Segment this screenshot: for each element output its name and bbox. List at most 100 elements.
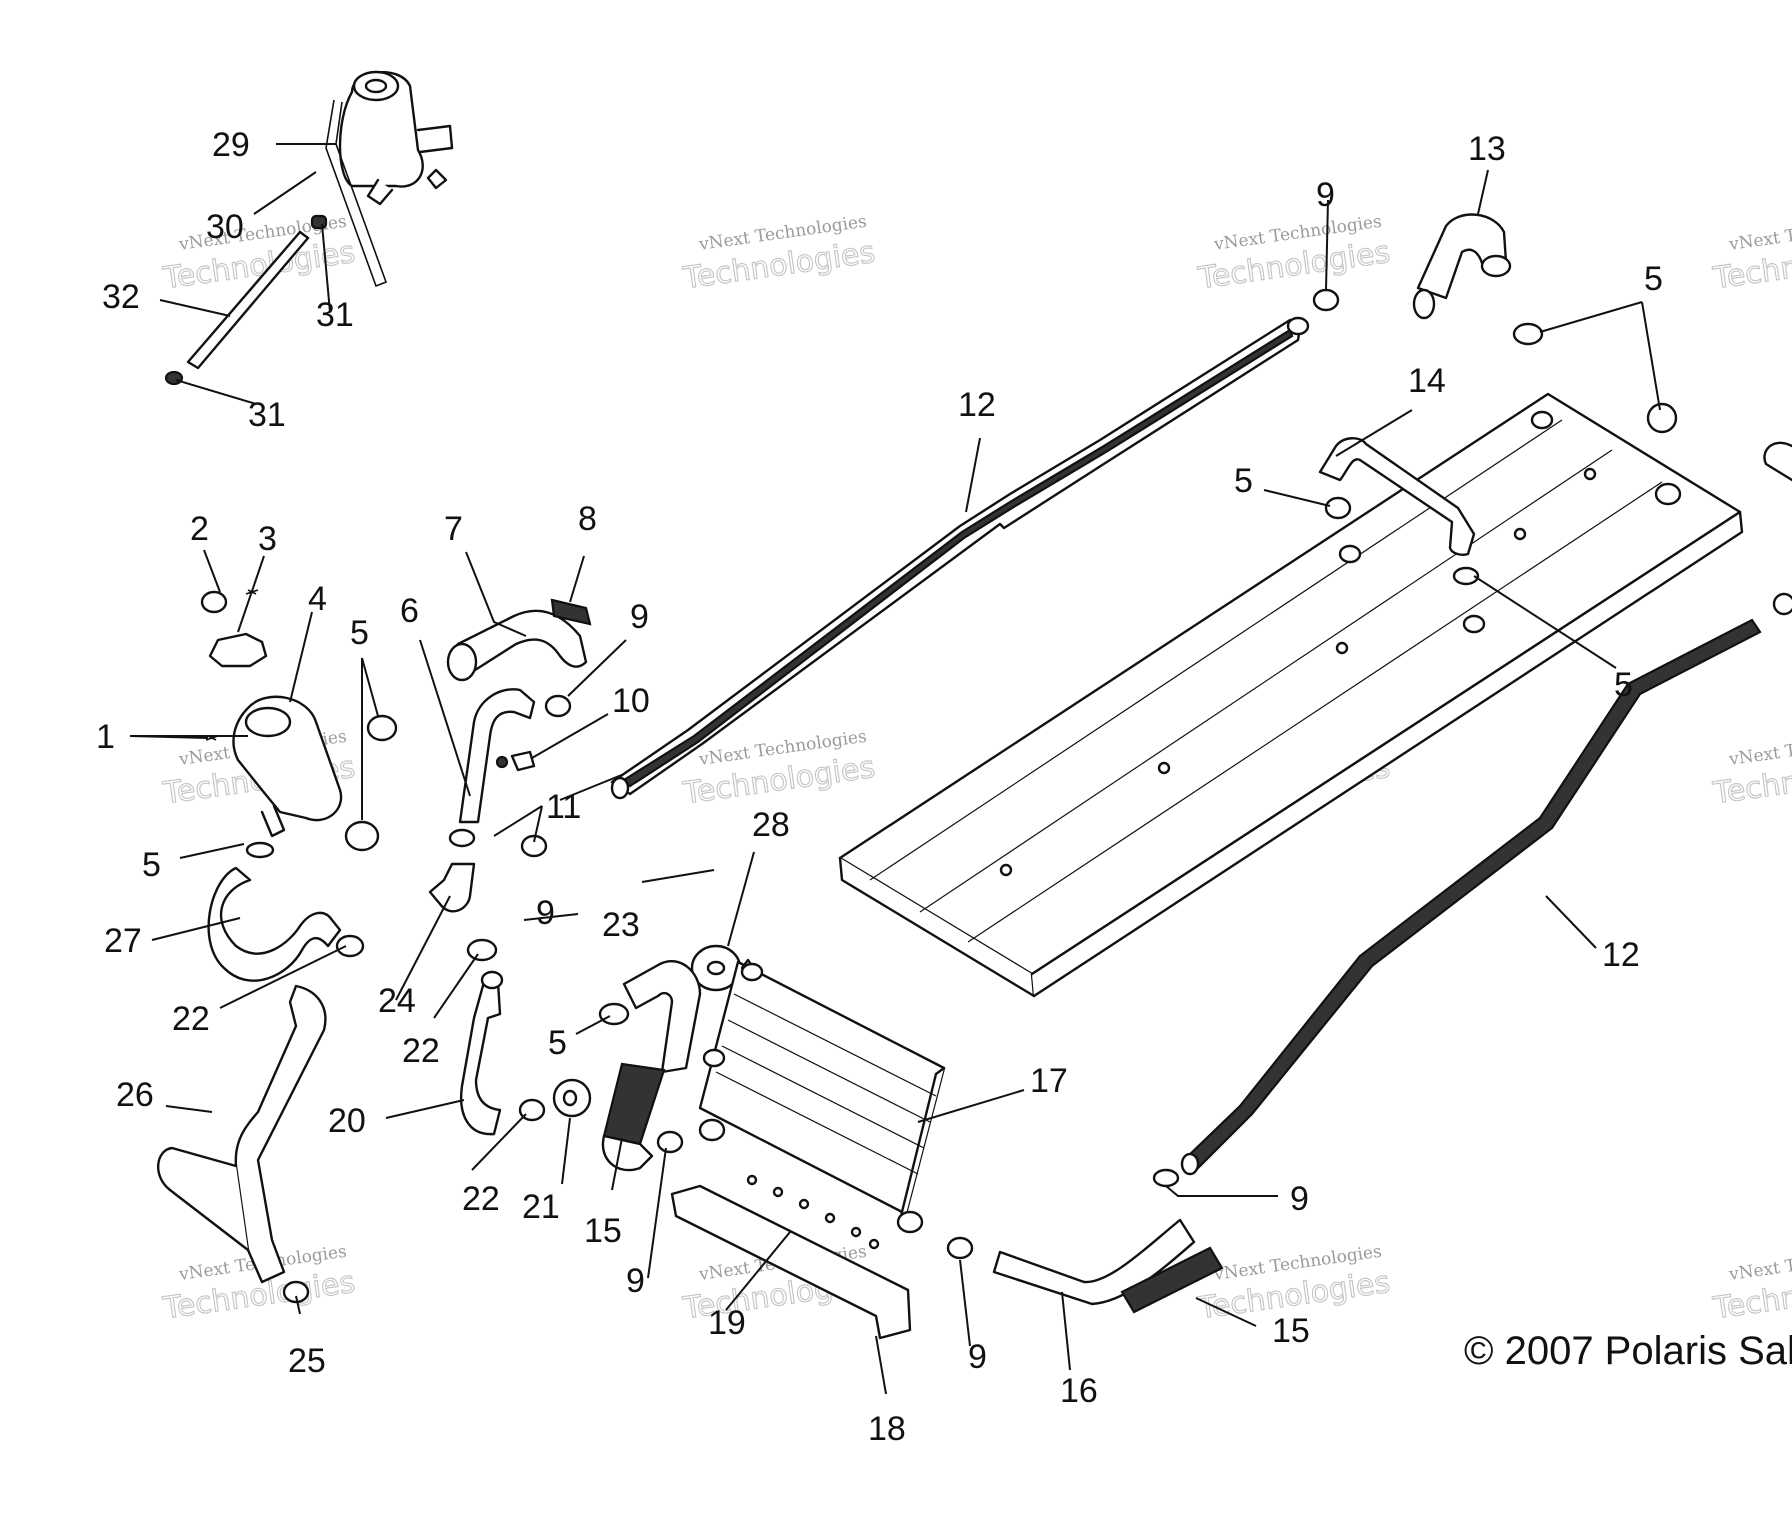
watermark-line1: vNext Technologies xyxy=(1727,212,1792,255)
callout-12: 12 xyxy=(1602,936,1640,974)
hose-20-top xyxy=(480,970,504,990)
callout-4: 4 xyxy=(308,580,327,618)
callout-5: 5 xyxy=(1614,666,1633,704)
callouts: 1 2 3 4 5 5 6 7 8 9 10 11 9 27 22 24 22 … xyxy=(96,126,1663,1448)
hose-13-end xyxy=(1412,288,1436,320)
callout-15: 15 xyxy=(1272,1312,1310,1350)
tunnel-plate xyxy=(838,392,1744,998)
callout-16: 16 xyxy=(1060,1372,1098,1410)
callout-9: 9 xyxy=(626,1262,645,1300)
hose-16 xyxy=(992,1218,1196,1306)
callout-31: 31 xyxy=(316,296,354,334)
callout-9: 9 xyxy=(1290,1180,1309,1218)
clamp xyxy=(344,820,380,852)
elbow-24 xyxy=(428,862,476,913)
clamp xyxy=(1152,1168,1180,1188)
hose-26 xyxy=(234,984,327,1284)
clamp xyxy=(1512,322,1544,346)
callout-22: 22 xyxy=(462,1180,500,1218)
callout-28: 28 xyxy=(752,806,790,844)
hose-7-end xyxy=(446,642,478,682)
clamp xyxy=(335,934,365,958)
callout-3: 3 xyxy=(258,520,277,558)
callout-17: 17 xyxy=(1030,1062,1068,1100)
watermark: vNext Technologies Technologies xyxy=(1710,212,1792,297)
bleeder-fitting xyxy=(510,750,536,772)
clamp xyxy=(946,1236,974,1260)
callout-30: 30 xyxy=(206,208,244,246)
callout-23: 23 xyxy=(602,906,640,944)
callout-32: 32 xyxy=(102,278,140,316)
callout-8: 8 xyxy=(578,500,597,538)
cooler-12-right xyxy=(1182,618,1762,1172)
callout-5: 5 xyxy=(548,1024,567,1062)
clamp xyxy=(520,834,548,858)
fitting xyxy=(1338,544,1362,564)
callout-6: 6 xyxy=(400,592,419,630)
clamp xyxy=(448,828,476,848)
fitting xyxy=(1654,482,1682,506)
corrugated-sleeve xyxy=(1120,1246,1224,1314)
callout-5: 5 xyxy=(1644,260,1663,298)
callout-20: 20 xyxy=(328,1102,366,1140)
watermark: vNext Technologies Technologies xyxy=(680,212,878,297)
clamp xyxy=(466,938,498,962)
clamp xyxy=(366,714,398,742)
bleeder-screw xyxy=(495,755,509,769)
callout-7: 7 xyxy=(444,510,463,548)
callout-21: 21 xyxy=(522,1188,560,1226)
clamp xyxy=(245,841,275,859)
hose-14 xyxy=(1318,437,1476,556)
overflow-tube xyxy=(186,230,310,370)
cooler-12-top-fins xyxy=(622,328,1294,788)
hose-23 xyxy=(622,960,702,1074)
watermark-line1: vNext Technologies xyxy=(1727,727,1792,770)
grommet-hole xyxy=(706,960,726,976)
corrugated-sleeve xyxy=(602,1062,666,1146)
watermark: vNext Technologies Technologies xyxy=(1710,1242,1792,1327)
callout-5: 5 xyxy=(350,614,369,652)
screws xyxy=(746,1174,880,1250)
callout-19: 19 xyxy=(708,1304,746,1342)
radiator-cap xyxy=(208,632,268,668)
cooler-12-end xyxy=(1180,1152,1200,1176)
cooler-12-end xyxy=(1286,316,1310,336)
clamp xyxy=(544,694,572,718)
callout-22: 22 xyxy=(402,1032,440,1070)
clamp xyxy=(282,1280,310,1304)
clamp xyxy=(1646,402,1678,434)
callout-9: 9 xyxy=(536,894,555,932)
clamp xyxy=(1312,288,1340,312)
cooler-12-end xyxy=(610,776,630,800)
overflow-bottle xyxy=(338,70,454,206)
clip xyxy=(164,370,184,386)
fitting-edge xyxy=(1763,441,1792,482)
callout-13: 13 xyxy=(1468,130,1506,168)
callout-10: 10 xyxy=(612,682,650,720)
callout-14: 14 xyxy=(1408,362,1446,400)
cap-gasket xyxy=(200,590,228,614)
callout-2: 2 xyxy=(190,510,209,548)
clip xyxy=(310,214,328,230)
vent-tube xyxy=(325,99,388,288)
copyright-notice: © 2007 Polaris Sales xyxy=(1464,1329,1792,1373)
mounting-bracket xyxy=(670,1184,912,1340)
clamp xyxy=(598,1002,630,1026)
clamp xyxy=(1772,592,1792,616)
spring-sleeve xyxy=(550,598,592,626)
clamp xyxy=(1452,566,1480,586)
callout-9: 9 xyxy=(630,598,649,636)
fitting xyxy=(1462,614,1486,634)
hose-7 xyxy=(456,609,588,674)
callout-27: 27 xyxy=(104,922,142,960)
callout-5: 5 xyxy=(1234,462,1253,500)
fitting xyxy=(1530,410,1554,430)
hose-26-curve xyxy=(156,1146,250,1252)
callout-9: 9 xyxy=(968,1338,987,1376)
callout-18: 18 xyxy=(868,1410,906,1448)
callout-12: 12 xyxy=(958,386,996,424)
watermark: vNext Technologies Technologies xyxy=(1710,727,1792,812)
hose-6 xyxy=(458,688,536,824)
leader-lines xyxy=(129,143,1661,1395)
